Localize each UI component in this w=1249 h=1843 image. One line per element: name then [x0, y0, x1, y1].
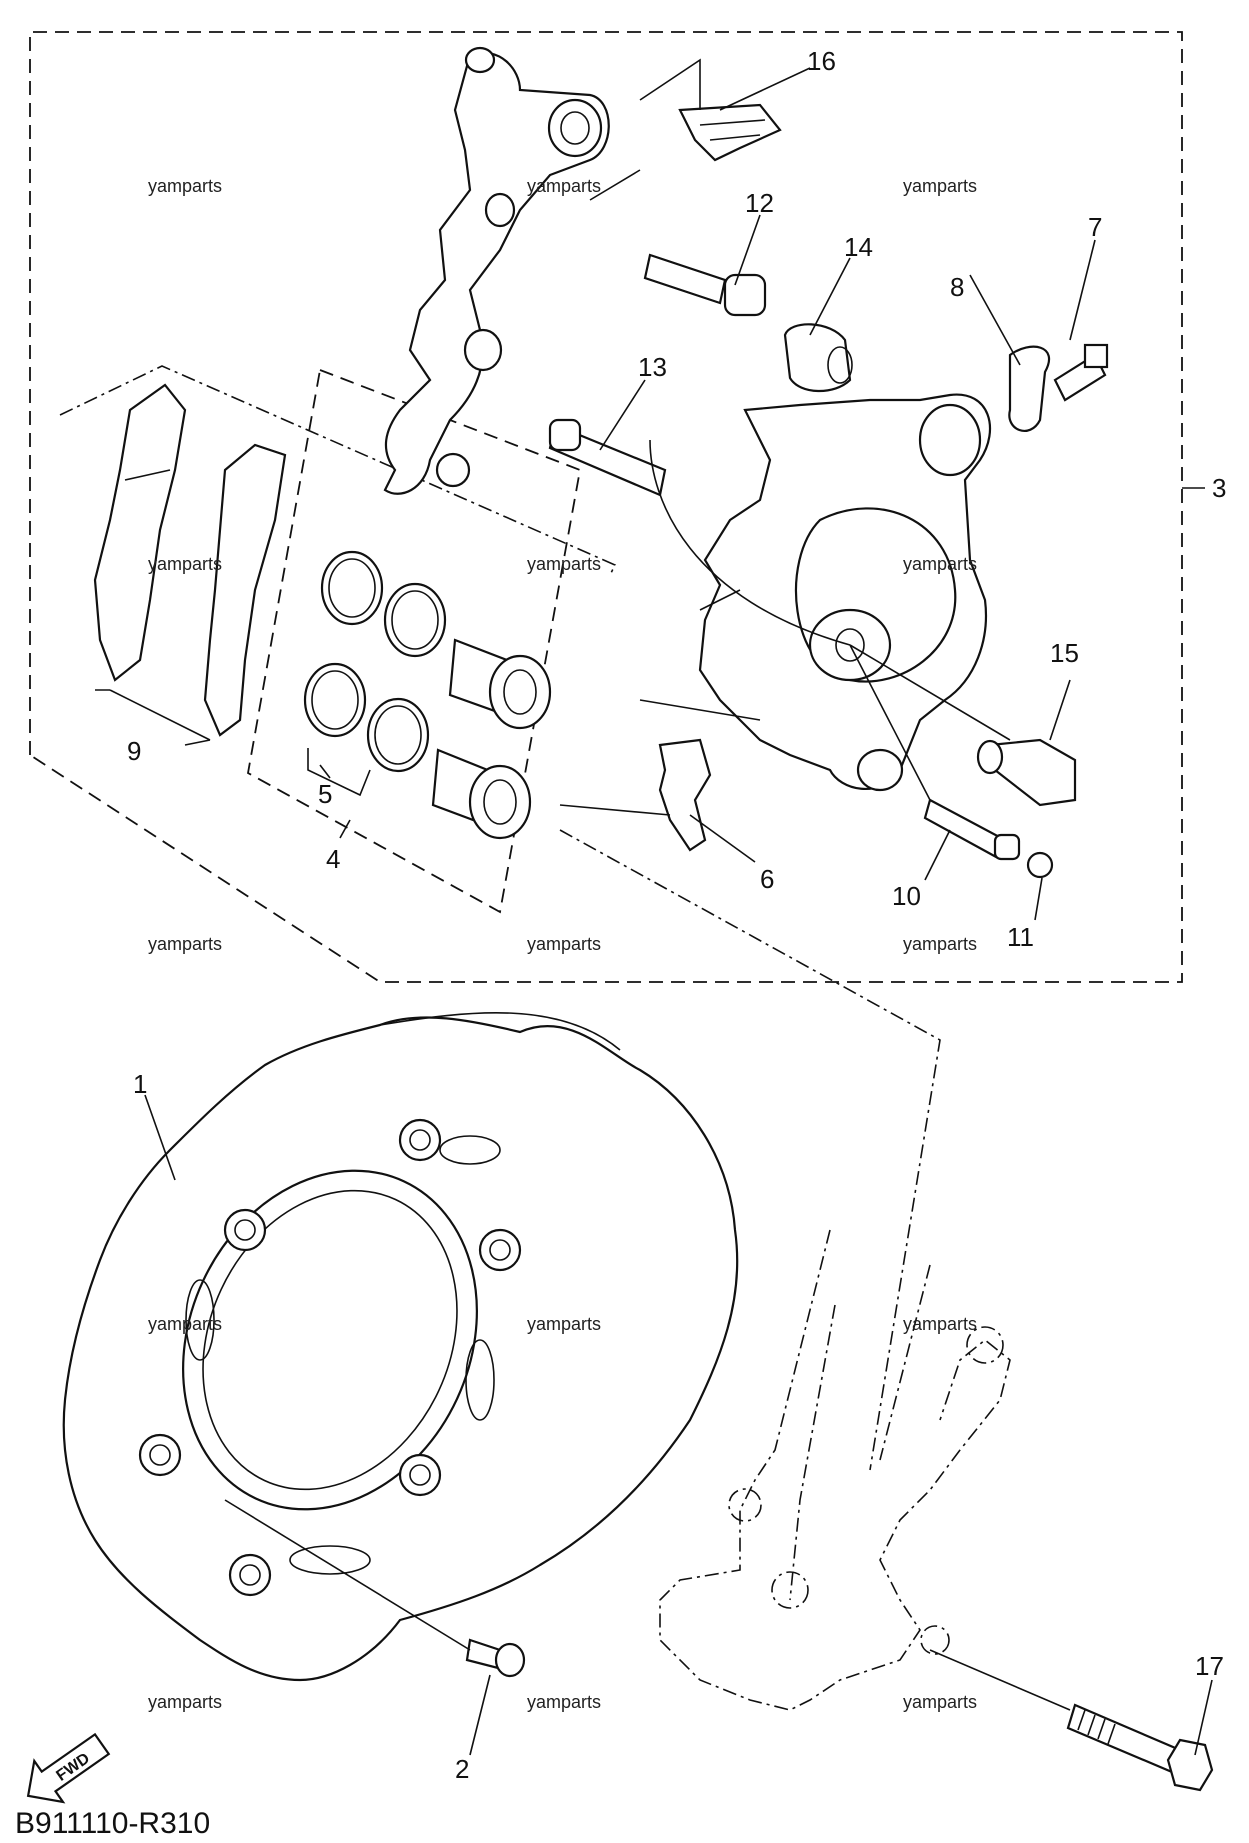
callout-numbers: 1 2 3 4 5 6 7 8 9 10 11 12 13 14 15 16 1…: [127, 46, 1226, 1784]
callout-9: 9: [127, 736, 141, 766]
watermark: yamparts: [148, 934, 222, 954]
brake-pads: [93, 383, 287, 737]
callout-2: 2: [455, 1754, 469, 1784]
watermark: yamparts: [903, 176, 977, 196]
caliper-assembly-boundary: [29, 31, 1183, 983]
watermarks: yamparts yamparts yamparts yamparts yamp…: [148, 176, 977, 1712]
watermark: yamparts: [527, 934, 601, 954]
callout-leaders: [144, 67, 1213, 1756]
piston-seals: [303, 550, 447, 773]
bleed-cap: [1008, 345, 1051, 432]
callout-11: 11: [1007, 922, 1034, 952]
callout-17: 17: [1195, 1651, 1224, 1681]
pad-support: [658, 738, 712, 852]
callout-6: 6: [760, 864, 774, 894]
caliper-bolt-15: [976, 738, 1077, 807]
caliper-mount-bolt: [1066, 1703, 1214, 1792]
slide-pin-13: [548, 418, 667, 497]
callout-5: 5: [318, 779, 332, 809]
watermark: yamparts: [903, 554, 977, 574]
watermark: yamparts: [148, 1314, 222, 1334]
callout-10: 10: [892, 881, 921, 911]
slide-pin-12: [643, 253, 767, 317]
pad-spring: [678, 103, 782, 162]
pin-plug-11: [1026, 851, 1054, 879]
watermark: yamparts: [527, 1314, 601, 1334]
pistons: [431, 638, 552, 840]
callout-14: 14: [844, 232, 873, 262]
watermark: yamparts: [148, 554, 222, 574]
caliper-bracket: [383, 46, 610, 495]
watermark: yamparts: [148, 1692, 222, 1712]
watermark: yamparts: [527, 1692, 601, 1712]
pad-pin-10: [923, 798, 1021, 861]
watermark: yamparts: [903, 934, 977, 954]
front-fork-outline: [659, 1229, 1011, 1711]
watermark: yamparts: [527, 176, 601, 196]
slide-pin-boot-14: [783, 323, 853, 393]
callout-12: 12: [745, 188, 774, 218]
watermark: yamparts: [903, 1314, 977, 1334]
caliper-body: [698, 393, 992, 792]
diagram-code: B911110-R310: [15, 1807, 210, 1840]
callout-8: 8: [950, 272, 964, 302]
watermark: yamparts: [527, 554, 601, 574]
watermark: yamparts: [903, 1692, 977, 1712]
callout-4: 4: [326, 844, 340, 874]
piston-kit-boundary: [247, 368, 582, 914]
fwd-arrow-icon: FWD: [26, 1732, 111, 1804]
callout-16: 16: [807, 46, 836, 76]
watermark: yamparts: [148, 176, 222, 196]
callout-7: 7: [1088, 212, 1102, 242]
callout-15: 15: [1050, 638, 1079, 668]
disc-bolt: [465, 1638, 526, 1678]
brake-disc: [62, 1012, 739, 1682]
callout-3: 3: [1212, 473, 1226, 503]
bleed-screw: [1053, 343, 1109, 402]
callout-1: 1: [133, 1069, 147, 1099]
callout-13: 13: [638, 352, 667, 382]
